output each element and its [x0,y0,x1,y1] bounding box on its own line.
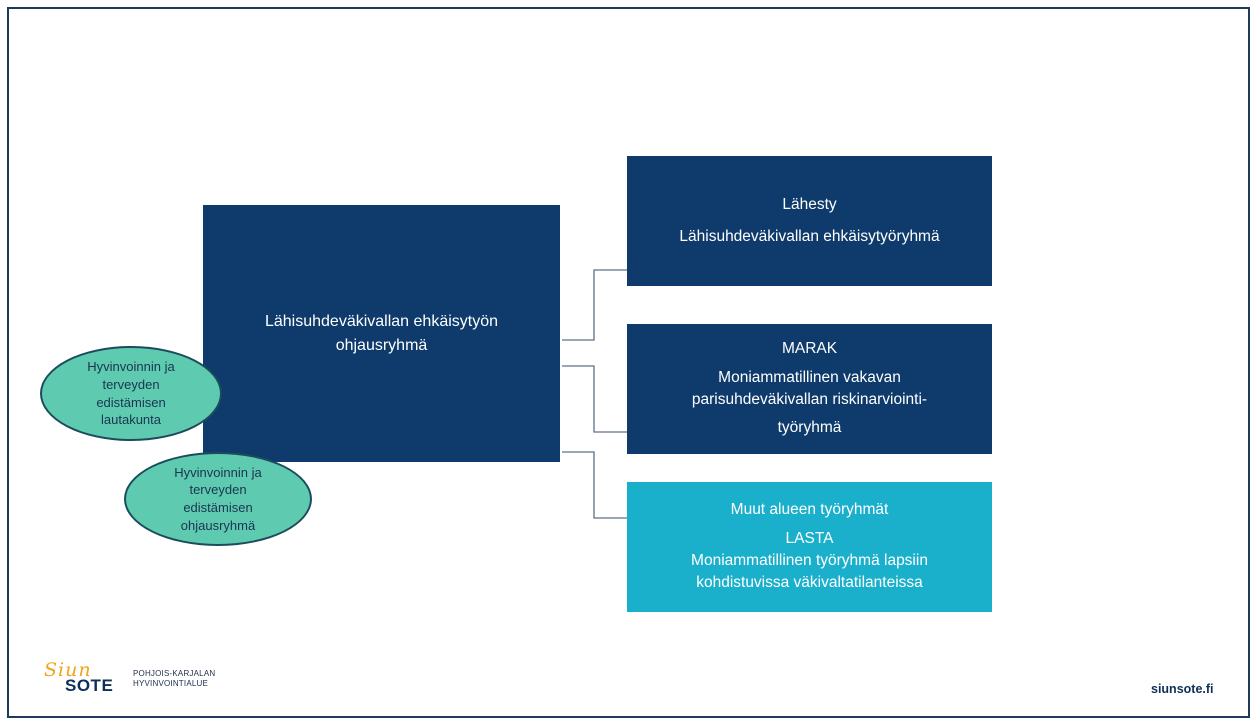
other-groups-box: Muut alueen työryhmät LASTA Moniammatill… [627,482,992,612]
website-label: siunsote.fi [1151,682,1214,696]
other-groups-title: Muut alueen työryhmät [730,501,889,519]
marak-group-box: MARAK Moniammatillinen vakavan parisuhde… [627,324,992,454]
marak-description-line3: työryhmä [777,419,842,437]
steering-group-title-line2: ohjausryhmä [335,336,428,354]
welfare-steering-ellipse: Hyvinvoinnin ja terveyden edistämisen oh… [124,452,312,546]
lahesty-name: Lähesty [782,195,837,213]
lahesty-group-box: Lähesty Lähisuhdeväkivallan ehkäisytyöry… [627,156,992,286]
lahesty-description: Lähisuhdeväkivallan ehkäisytyöryhmä [679,228,940,245]
welfare-committee-ellipse: Hyvinvoinnin ja terveyden edistämisen la… [40,346,222,441]
steering-group-title-line1: Lähisuhdeväkivallan ehkäisytyön [264,312,499,330]
welfare-steering-line4: ohjausryhmä [180,517,256,533]
lasta-description-line1: Moniammatillinen työryhmä lapsiin [691,552,928,569]
marak-name: MARAK [781,340,838,358]
welfare-steering-line2: terveyden [189,482,247,498]
steering-group-box: Lähisuhdeväkivallan ehkäisytyön ohjausry… [203,205,560,462]
welfare-steering-line1: Hyvinvoinnin ja [174,464,262,480]
welfare-committee-line1: Hyvinvoinnin ja [87,359,175,375]
logo-region-text: POHJOIS-KARJALAN HYVINVOINTIALUE [133,669,215,689]
connector-to-muut [562,451,627,519]
connector-to-marak [562,365,627,433]
welfare-steering-line3: edistämisen [183,500,253,515]
siun-sote-logo: Siun SOTE POHJOIS-KARJALAN HYVINVOINTIAL… [44,659,244,695]
logo-region-line1: POHJOIS-KARJALAN [133,669,216,678]
welfare-committee-line3: edistämisen [96,394,166,410]
connector-to-lahesty [562,269,627,341]
marak-description-line1: Moniammatillinen vakavan [718,368,901,386]
welfare-committee-line4: lautakunta [101,412,161,428]
lasta-name: LASTA [785,529,834,547]
welfare-committee-line2: terveyden [102,376,160,392]
logo-region-line2: HYVINVOINTIALUE [133,679,209,688]
lasta-description-line2: kohdistuvissa väkivaltatilanteissa [696,574,923,592]
logo-sote-text: SOTE [65,676,114,695]
marak-description-line2: parisuhdeväkivallan riskinarviointi- [691,391,928,408]
logo-script-text: Siun [44,659,92,681]
